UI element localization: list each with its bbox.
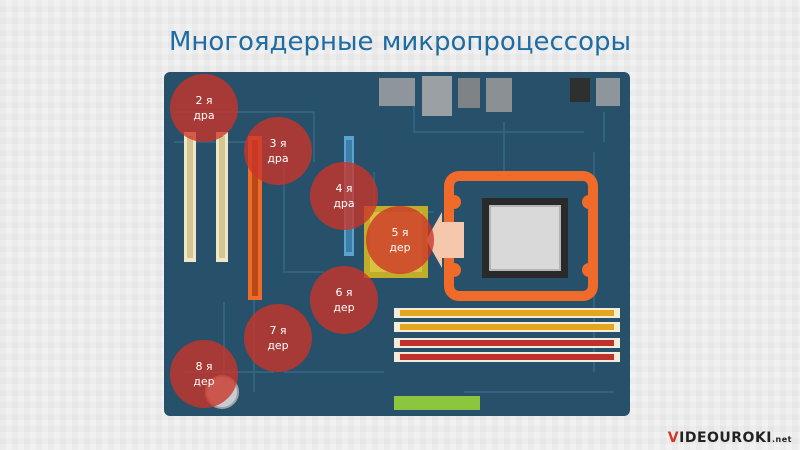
core-circle-6: 6 ядер <box>310 266 378 334</box>
pcie-slot-pins <box>252 140 258 296</box>
core-circle-8: 8 ядер <box>170 340 238 408</box>
green-header <box>394 396 480 410</box>
audio-jack <box>570 78 590 102</box>
pci-slot-pins <box>187 136 193 258</box>
core-circle-4: 4 ядра <box>310 162 378 230</box>
pci-slot-pins <box>219 136 225 258</box>
io-port <box>458 78 480 108</box>
slide-title: Многоядерные микропроцессоры <box>168 27 632 57</box>
arrow-shape <box>426 212 464 268</box>
core-circle-7: 7 ядер <box>244 304 312 372</box>
core-circle-2: 2 ядра <box>170 74 238 142</box>
io-port <box>596 78 620 106</box>
cpu-chip <box>489 205 561 271</box>
core-circle-5: 5 ядер <box>366 206 434 274</box>
core-circle-3: 3 ядра <box>244 117 312 185</box>
videouroki-logo: VIDEOUROKI.net <box>667 430 792 446</box>
io-port <box>379 78 415 106</box>
io-port <box>422 76 452 116</box>
io-port <box>486 78 512 112</box>
